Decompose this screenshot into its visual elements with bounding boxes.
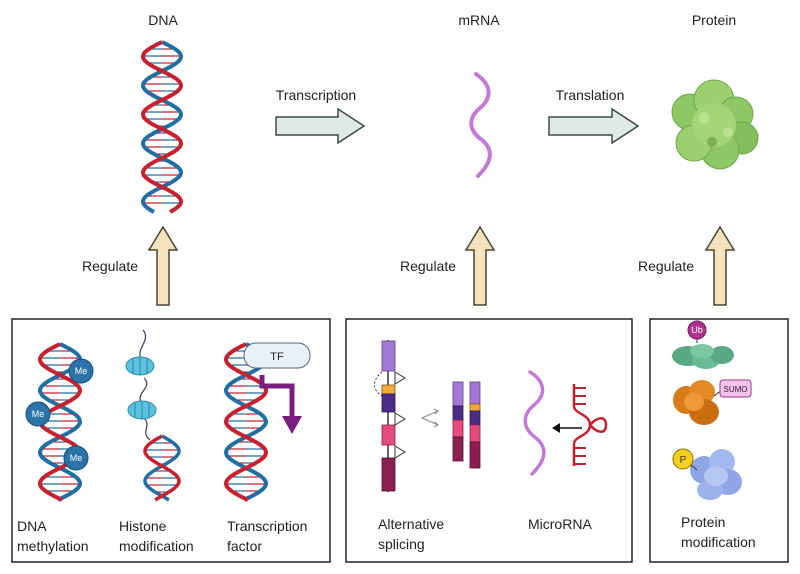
methyl-group-icon: Me	[68, 358, 94, 384]
regulate-arrow-middle-icon	[464, 225, 496, 306]
svg-text:TF: TF	[270, 351, 284, 363]
target-mrna-icon	[523, 370, 546, 476]
transcription-arrow-icon	[275, 107, 366, 145]
protein-label: Protein	[692, 12, 736, 28]
tf-label-1: Transcription	[227, 518, 307, 534]
panel-post-translational	[649, 318, 789, 563]
transcription-label: Transcription	[276, 87, 356, 103]
spliced-mrna-icon	[452, 381, 464, 462]
histone-label-1: Histone	[119, 518, 167, 534]
histone-dna-icon	[143, 434, 181, 502]
dna-methylation-label-1: DNA	[17, 518, 47, 534]
svg-text:Me: Me	[75, 366, 88, 376]
spliced-mrna-icon	[469, 381, 481, 469]
regulate-label-left: Regulate	[82, 258, 138, 274]
microrna-icon	[572, 384, 608, 466]
sumo-tag-icon: SUMO	[719, 379, 752, 398]
svg-text:Me: Me	[70, 453, 83, 463]
mrna-strand-icon	[469, 72, 492, 178]
svg-text:P: P	[680, 455, 687, 466]
protein-mod-label-2: modification	[681, 534, 756, 550]
phosphate-tag-icon: P	[672, 448, 694, 470]
microrna-label: MicroRNA	[528, 516, 592, 532]
panel-post-transcriptional	[345, 318, 633, 563]
svg-text:Me: Me	[32, 409, 45, 419]
tf-arrow-icon	[259, 375, 295, 418]
binding-arrow-icon	[552, 423, 582, 433]
translation-label: Translation	[556, 87, 625, 103]
regulate-label-right: Regulate	[638, 258, 694, 274]
sumoylated-protein-icon	[673, 380, 719, 425]
histone-icon	[125, 329, 157, 441]
ubiquitinated-protein-icon	[672, 344, 734, 369]
methyl-group-icon: Me	[25, 401, 51, 427]
phosphorylated-protein-icon	[690, 449, 742, 500]
tf-label-2: factor	[227, 538, 262, 554]
alt-splicing-label-1: Alternative	[378, 516, 444, 532]
tf-arrowhead-icon	[282, 416, 302, 434]
svg-text:SUMO: SUMO	[724, 385, 748, 394]
pre-mrna-icon	[374, 340, 406, 492]
histone-label-2: modification	[119, 538, 194, 554]
ubiquitin-tag-icon: Ub	[687, 320, 707, 340]
alt-splicing-label-2: splicing	[378, 536, 425, 552]
regulate-arrow-right-icon	[704, 225, 736, 306]
dna-methylation-label-2: methylation	[17, 538, 89, 554]
regulate-label-middle: Regulate	[400, 258, 456, 274]
panel-epigenetic	[11, 318, 331, 563]
translation-arrow-icon	[548, 107, 640, 145]
mrna-label: mRNA	[458, 12, 500, 28]
methyl-group-icon: Me	[63, 445, 89, 471]
dna-helix-icon	[140, 40, 184, 214]
regulate-arrow-left-icon	[147, 225, 179, 306]
svg-text:Ub: Ub	[691, 325, 703, 335]
transcription-factor-icon: TF	[243, 342, 311, 369]
protein-mod-label-1: Protein	[681, 514, 725, 530]
dna-label: DNA	[148, 12, 178, 28]
splice-branch-icon	[421, 408, 439, 428]
protein-blob-icon	[671, 79, 759, 170]
